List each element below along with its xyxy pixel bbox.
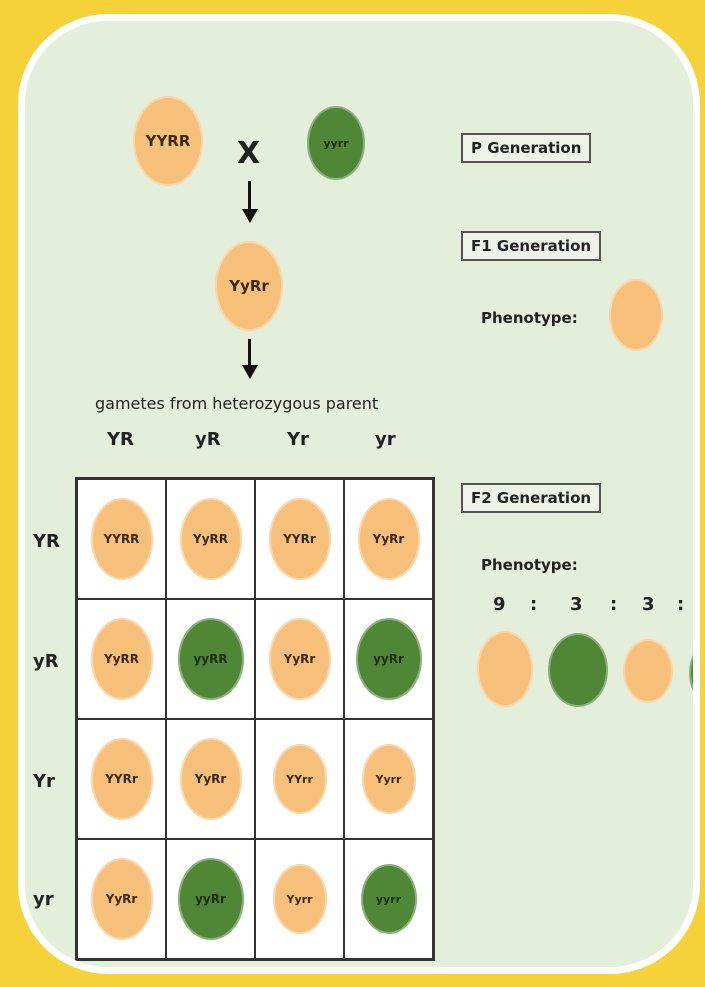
punnett-cell: YyRR — [166, 479, 255, 599]
ratio-separator: : — [530, 594, 538, 615]
punnett-pea-green-wrinkled: yyrr — [360, 864, 417, 934]
f1-phenotype-label: Phenotype: — [481, 309, 578, 327]
punnett-cell: Yyrr — [344, 719, 433, 839]
punnett-cell: YyRr — [255, 599, 344, 719]
f2-phenotype-green-wrinkled — [689, 643, 693, 703]
punnett-pea-yellow-round: YYRR — [90, 498, 153, 580]
punnett-pea-green-round: yyRr — [177, 858, 244, 940]
f2-phenotype-yellow-wrinkled — [623, 639, 673, 703]
genotype-label: YyRr — [372, 532, 405, 546]
punnett-pea-yellow-wrinkled: YYrr — [272, 744, 327, 814]
row-header: yr — [33, 889, 54, 910]
genotype-label: yyRr — [195, 892, 226, 906]
punnett-cell: Yyrr — [255, 839, 344, 959]
ratio-value: 3 — [570, 594, 583, 615]
punnett-cell: YYRr — [255, 479, 344, 599]
f1-phenotype-pea — [609, 279, 663, 351]
punnett-pea-green-round: yyRR — [177, 618, 244, 700]
genotype-label: yyRr — [373, 652, 404, 666]
punnett-pea-yellow-round: YYRr — [268, 498, 331, 580]
genotype-label: Yyrr — [286, 892, 313, 906]
p-generation-label: P Generation — [461, 133, 592, 163]
punnett-pea-yellow-round: YyRR — [90, 618, 153, 700]
punnett-cell: YYRR — [77, 479, 166, 599]
cross-symbol: X — [237, 136, 261, 171]
genotype-label: YyRr — [194, 772, 227, 786]
genotype-label: YYRr — [283, 532, 316, 546]
gametes-caption: gametes from heterozygous parent — [95, 394, 379, 413]
diagram-panel: YYRR X yyrr YyRr gametes from heterozygo… — [18, 14, 700, 974]
punnett-pea-yellow-wrinkled: Yyrr — [361, 744, 416, 814]
ratio-separator: : — [610, 594, 618, 615]
punnett-pea-yellow-round: YyRr — [179, 738, 242, 820]
arrow-f1-to-f2 — [248, 339, 251, 367]
column-header: Yr — [287, 429, 309, 450]
f1-pea: YyRr — [215, 241, 283, 331]
f1-label: YyRr — [229, 277, 269, 295]
punnett-pea-yellow-round: YyRr — [357, 498, 420, 580]
column-header: yr — [375, 429, 396, 450]
genotype-label: YYrr — [286, 772, 313, 786]
ratio-value: 9 — [493, 594, 506, 615]
row-header: Yr — [33, 771, 55, 792]
ratio-separator: : — [677, 594, 685, 615]
f2-phenotype-yellow-round — [477, 631, 533, 707]
arrow-head-f1-to-f2 — [242, 365, 258, 379]
row-header: YR — [33, 531, 60, 552]
punnett-cell: yyRR — [166, 599, 255, 719]
punnett-cell: YyRr — [166, 719, 255, 839]
punnett-pea-green-round: yyRr — [355, 618, 422, 700]
punnett-cell: YyRr — [344, 479, 433, 599]
punnett-cell: yyRr — [344, 599, 433, 719]
arrow-p-to-f1 — [248, 181, 251, 211]
f1-generation-label: F1 Generation — [461, 231, 602, 261]
genotype-label: YyRR — [104, 652, 139, 666]
punnett-pea-yellow-wrinkled: Yyrr — [272, 864, 327, 934]
f2-phenotype-label: Phenotype: — [481, 556, 578, 574]
genotype-label: YyRr — [283, 652, 316, 666]
punnett-cell: YyRR — [77, 599, 166, 719]
ratio-value: 3 — [642, 594, 655, 615]
arrow-head-p-to-f1 — [242, 209, 258, 223]
column-header: YR — [107, 429, 134, 450]
punnett-pea-yellow-round: YyRR — [179, 498, 242, 580]
parent-yellow-pea: YYRR — [133, 96, 203, 186]
parent-green-label: yyrr — [323, 136, 349, 150]
punnett-cell: yyrr — [344, 839, 433, 959]
genotype-label: Yyrr — [375, 772, 402, 786]
punnett-cell: YYrr — [255, 719, 344, 839]
genotype-label: yyrr — [375, 892, 402, 906]
genotype-label: YYRR — [103, 532, 140, 546]
punnett-pea-yellow-round: YyRr — [90, 858, 153, 940]
parent-green-pea: yyrr — [307, 106, 365, 180]
genotype-label: YYRr — [105, 772, 138, 786]
genotype-label: yyRR — [193, 652, 228, 666]
parent-yellow-label: YYRR — [145, 132, 191, 150]
punnett-cell: yyRr — [166, 839, 255, 959]
punnett-cell: YYRr — [77, 719, 166, 839]
row-header: yR — [33, 651, 59, 672]
genotype-label: YyRR — [193, 532, 228, 546]
punnett-pea-yellow-round: YyRr — [268, 618, 331, 700]
column-header: yR — [195, 429, 221, 450]
punnett-pea-yellow-round: YYRr — [90, 738, 153, 820]
punnett-cell: YyRr — [77, 839, 166, 959]
genotype-label: YyRr — [105, 892, 138, 906]
f2-phenotype-green-round — [548, 633, 608, 707]
f2-generation-label: F2 Generation — [461, 483, 602, 513]
